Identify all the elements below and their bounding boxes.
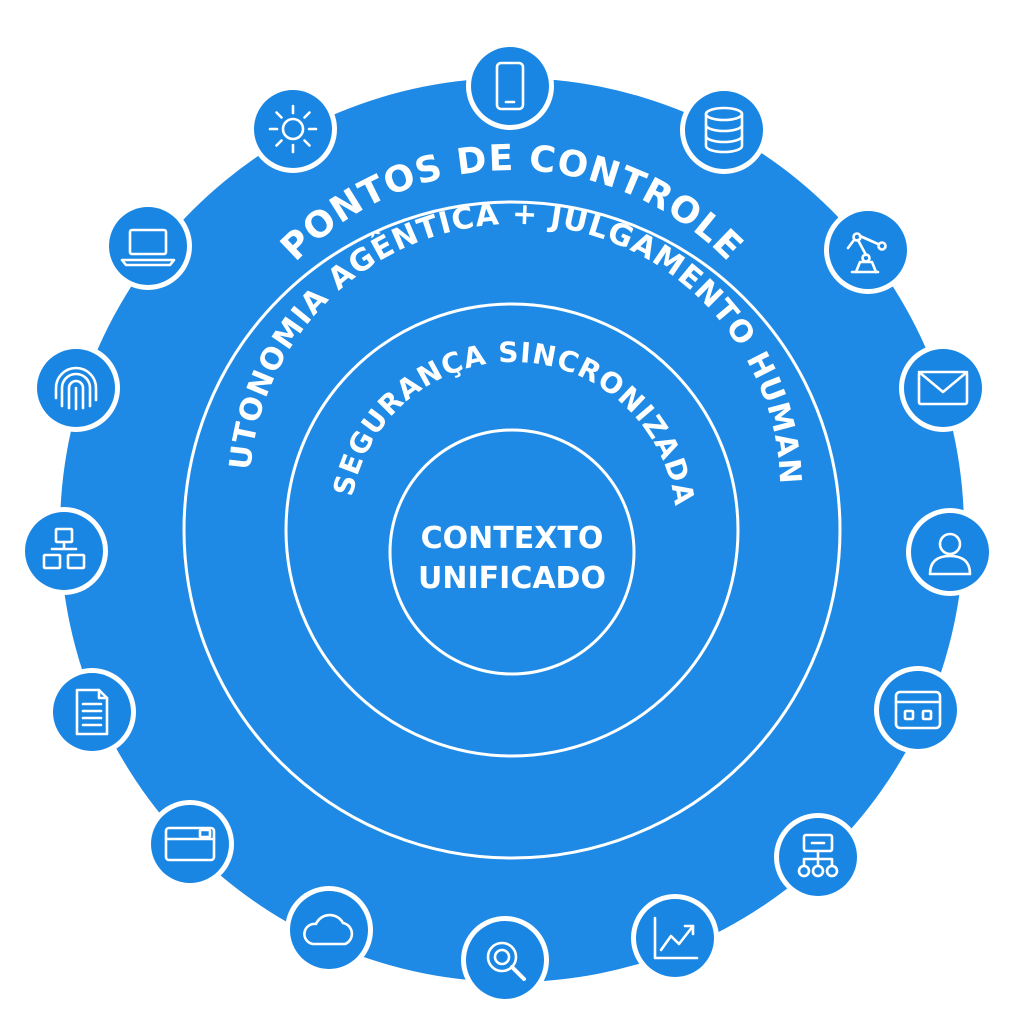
- node-laptop: [104, 202, 192, 290]
- node-fingerprint: [32, 344, 120, 432]
- perimeter-nodes: [20, 42, 994, 1004]
- node-disc: [829, 211, 907, 289]
- ring-third-border: [284, 302, 740, 758]
- node-analytics-chart: [631, 894, 719, 982]
- mail-icon: [917, 370, 969, 406]
- node-sun: [249, 85, 337, 173]
- node-search: [461, 916, 549, 1004]
- fingerprint-icon: [54, 366, 98, 411]
- core-label-line1: CONTEXTO: [421, 521, 604, 556]
- node-cloud: [285, 886, 373, 974]
- node-database: [680, 86, 768, 174]
- network-icon: [42, 527, 86, 570]
- node-disc: [904, 349, 982, 427]
- node-disc: [151, 805, 229, 883]
- sun-icon: [268, 104, 318, 154]
- robot-arm-icon: [846, 232, 887, 274]
- node-disc: [471, 47, 549, 125]
- node-org-chart: [774, 813, 862, 901]
- node-disc: [879, 671, 957, 749]
- node-disc: [25, 512, 103, 590]
- node-disc: [109, 207, 187, 285]
- node-credit-card: [146, 800, 234, 888]
- user-icon: [928, 532, 972, 576]
- database-icon: [704, 106, 744, 154]
- ring-second-border: [182, 200, 842, 860]
- org-chart-icon: [797, 833, 839, 878]
- node-disc: [911, 513, 989, 591]
- node-disc: [254, 90, 332, 168]
- search-icon: [486, 941, 526, 981]
- smartphone-icon: [495, 61, 525, 111]
- credit-card-icon: [164, 826, 216, 862]
- node-robot-arm: [824, 206, 912, 294]
- node-user: [906, 508, 994, 596]
- browser-window-icon: [894, 690, 942, 730]
- cloud-icon: [303, 913, 354, 946]
- laptop-icon: [120, 228, 176, 267]
- node-document: [48, 668, 136, 756]
- node-disc: [290, 891, 368, 969]
- core-circle: [388, 428, 636, 676]
- core-label-line2: UNIFICADO: [418, 561, 606, 596]
- document-icon: [75, 688, 109, 736]
- node-network: [20, 507, 108, 595]
- node-smartphone: [466, 42, 554, 130]
- node-disc: [636, 899, 714, 977]
- node-browser-window: [874, 666, 962, 754]
- node-mail: [899, 344, 987, 432]
- analytics-chart-icon: [653, 916, 699, 960]
- node-disc: [466, 921, 544, 999]
